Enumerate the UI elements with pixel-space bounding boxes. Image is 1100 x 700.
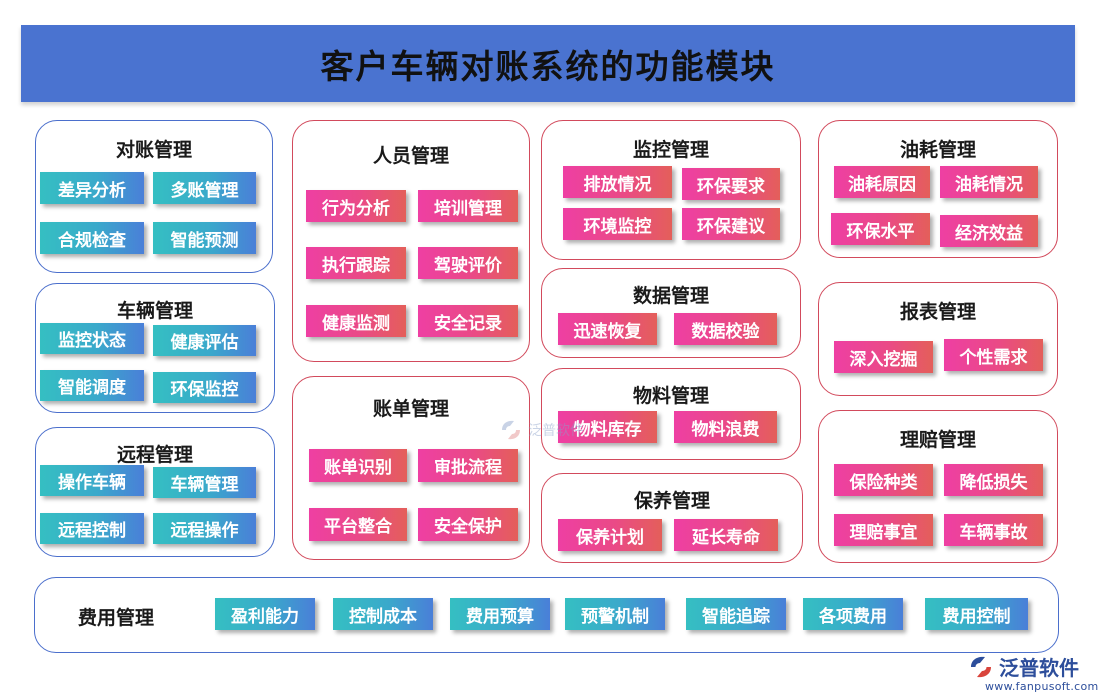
chip-health-assessment: 健康评估 <box>153 325 256 356</box>
chip-difference-analysis: 差异分析 <box>40 172 144 204</box>
module-title: 理赔管理 <box>899 429 976 451</box>
chip-deep-mining: 深入挖掘 <box>834 341 933 373</box>
chip-bill-recognition: 账单识别 <box>309 449 407 482</box>
chip-emission-status: 排放情况 <box>563 166 672 198</box>
chip-warning-mechanism: 预警机制 <box>565 598 665 630</box>
chip-health-monitoring: 健康监测 <box>306 305 406 337</box>
chip-economic-benefits: 经济效益 <box>940 215 1038 247</box>
module-title: 远程管理 <box>116 444 193 466</box>
module-title: 报表管理 <box>899 301 976 323</box>
chip-execution-tracking: 执行跟踪 <box>306 247 406 279</box>
module-title: 数据管理 <box>632 285 709 307</box>
chip-fuel-causes: 油耗原因 <box>834 166 930 198</box>
chip-claim-matters: 理赔事宜 <box>834 514 933 546</box>
chip-platform-integration: 平台整合 <box>309 508 407 541</box>
chip-compliance-check: 合规检查 <box>40 222 144 254</box>
module-title: 对账管理 <box>115 139 192 161</box>
chip-multi-account: 多账管理 <box>153 172 256 204</box>
module-title: 账单管理 <box>372 398 449 420</box>
module-title: 物料管理 <box>632 385 709 407</box>
module-title: 油耗管理 <box>899 139 976 161</box>
logo-name: 泛普软件 <box>999 656 1079 680</box>
watermark-text: 泛普软件 <box>528 423 584 439</box>
chip-eco-level: 环保水平 <box>831 213 930 245</box>
chip-training-management: 培训管理 <box>418 190 518 222</box>
chip-fuel-status: 油耗情况 <box>940 166 1038 198</box>
chip-operate-vehicle: 操作车辆 <box>40 465 144 496</box>
chip-monitor-status: 监控状态 <box>40 323 144 354</box>
module-title: 人员管理 <box>372 145 449 167</box>
chip-environment-monitoring: 环境监控 <box>563 208 672 240</box>
chip-smart-dispatch: 智能调度 <box>40 370 144 401</box>
module-title: 费用管理 <box>78 607 155 629</box>
module-title: 车辆管理 <box>116 300 193 322</box>
watermark: 泛普软件 <box>498 418 584 442</box>
chip-cost-control: 控制成本 <box>333 598 433 630</box>
chip-eco-suggestions: 环保建议 <box>682 208 780 240</box>
chip-material-waste: 物料浪费 <box>674 411 777 443</box>
module-title: 保养管理 <box>633 490 710 512</box>
chip-rapid-recovery: 迅速恢复 <box>558 313 657 345</box>
page-title: 客户车辆对账系统的功能模块 <box>320 46 776 86</box>
chip-expense-budget: 费用预算 <box>450 598 550 630</box>
chip-eco-monitor: 环保监控 <box>153 372 256 403</box>
logo-url: www.fanpusoft.com <box>985 680 1099 693</box>
chip-remote-operation: 远程操作 <box>153 513 256 544</box>
chip-profitability: 盈利能力 <box>215 598 315 630</box>
title-banner: 客户车辆对账系统的功能模块 <box>21 25 1075 102</box>
chip-vehicle-management: 车辆管理 <box>153 467 256 498</box>
chip-smart-forecast: 智能预测 <box>153 222 256 254</box>
chip-eco-requirements: 环保要求 <box>682 168 780 200</box>
chip-material-inventory: 物料库存 <box>558 411 657 443</box>
chip-extend-lifespan: 延长寿命 <box>674 519 778 551</box>
chip-expense-control: 费用控制 <box>925 598 1028 630</box>
chip-behavior-analysis: 行为分析 <box>306 190 406 222</box>
chip-smart-tracking: 智能追踪 <box>686 598 786 630</box>
chip-safety-records: 安全记录 <box>418 305 518 337</box>
chip-various-expenses: 各项费用 <box>803 598 903 630</box>
chip-driving-evaluation: 驾驶评价 <box>418 247 518 279</box>
chip-reduce-losses: 降低损失 <box>944 464 1043 496</box>
module-title: 监控管理 <box>632 139 709 161</box>
brand-logo: 泛普软件 <box>968 652 1079 681</box>
chip-vehicle-accidents: 车辆事故 <box>944 514 1043 546</box>
chip-personalized-needs: 个性需求 <box>944 339 1043 371</box>
chip-data-validation: 数据校验 <box>674 313 777 345</box>
chip-remote-control: 远程控制 <box>40 513 144 544</box>
fanpu-watermark-icon <box>502 420 520 440</box>
chip-approval-workflow: 审批流程 <box>418 449 518 482</box>
chip-maintenance-plan: 保养计划 <box>558 519 662 551</box>
chip-insurance-types: 保险种类 <box>834 464 933 496</box>
fanpu-logo-icon <box>971 656 991 677</box>
chip-security-protection: 安全保护 <box>418 508 518 541</box>
